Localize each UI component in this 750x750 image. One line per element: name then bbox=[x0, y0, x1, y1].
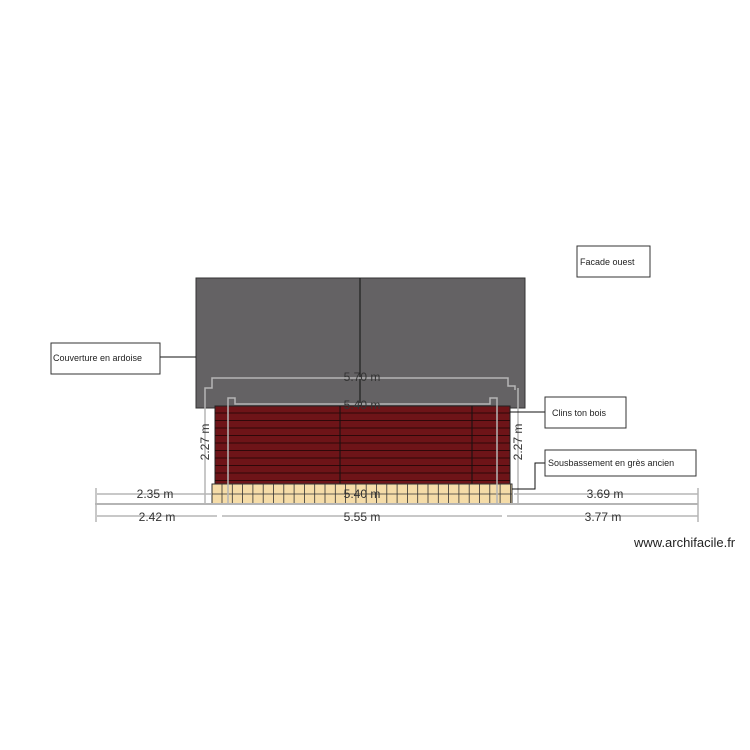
cladding-label-box[interactable] bbox=[544, 396, 627, 429]
base-label-box[interactable] bbox=[544, 449, 697, 477]
dim-wall-width-top: 5.40 m bbox=[344, 398, 381, 412]
dim-roof-width: 5.70 m bbox=[344, 370, 381, 384]
roof-label: Couverture en ardoise bbox=[53, 353, 142, 363]
cladding-boards bbox=[215, 406, 510, 484]
base-blocks bbox=[212, 484, 512, 504]
dim-center-lower: 5.55 m bbox=[344, 510, 381, 524]
roof-label-box[interactable] bbox=[50, 342, 161, 375]
base-label-leader bbox=[512, 462, 545, 490]
title-label: Facade ouest bbox=[580, 257, 635, 267]
dim-right-lower: 3.77 m bbox=[585, 510, 622, 524]
dim-left-lower: 2.42 m bbox=[139, 510, 176, 524]
cladding-wall[interactable] bbox=[214, 405, 511, 485]
dim-height-left: 2.27 m bbox=[198, 424, 212, 461]
dim-right-upper: 3.69 m bbox=[587, 487, 624, 501]
watermark: www.archifacile.fr bbox=[633, 535, 736, 550]
cladding-label: Clins ton bois bbox=[552, 408, 607, 418]
title-label-box[interactable] bbox=[576, 245, 651, 278]
dimension-lines bbox=[95, 377, 699, 522]
dim-wall-width-bottom: 5.40 m bbox=[344, 487, 381, 501]
base-label: Sousbassement en grès ancien bbox=[548, 458, 674, 468]
dim-left-upper: 2.35 m bbox=[137, 487, 174, 501]
dim-height-right: 2.27 m bbox=[511, 424, 525, 461]
